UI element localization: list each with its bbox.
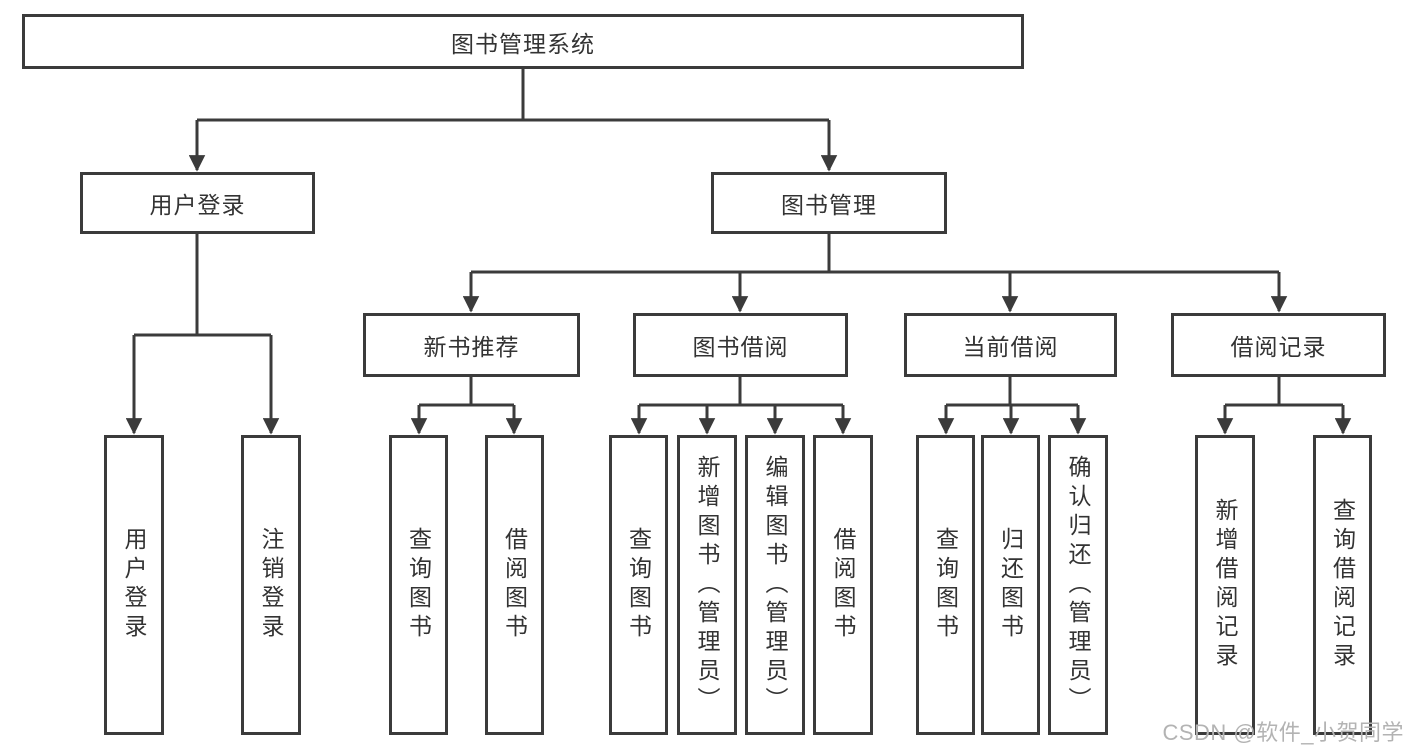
leaf-confirm-return-admin: 确认归还（管理员） [1048,435,1108,735]
node-label: 当前借阅 [962,334,1059,360]
leaf-borrow-books: 借阅图书 [813,435,873,735]
leaf-label: 借阅图书 [830,527,856,643]
leaf-label: 查询图书 [932,527,959,643]
csdn-watermark: CSDN @软件_小贺同学 [1162,720,1404,745]
leaf-label: 查询图书 [625,527,652,643]
node-library-system: 图书管理系统 [22,14,1024,69]
leaf-query-books: 查询图书 [916,435,975,735]
leaf-query-books: 查询图书 [389,435,448,735]
leaf-label: 查询图书 [405,527,432,643]
node-label: 图书管理系统 [451,30,595,57]
leaf-query-books: 查询图书 [609,435,668,735]
node-label: 用户登录 [149,192,246,218]
leaf-logout: 注销登录 [241,435,301,735]
leaf-label: 新增图书（管理员） [694,454,720,716]
leaf-label: 编辑图书（管理员） [762,454,788,716]
leaf-label: 查询借阅记录 [1329,498,1356,672]
node-label: 图书管理 [781,192,877,218]
node-user-login: 用户登录 [80,172,315,234]
leaf-label: 注销登录 [258,527,284,643]
node-book-borrowing: 图书借阅 [633,313,848,377]
node-new-book-recommend: 新书推荐 [363,313,580,377]
node-label: 借阅记录 [1230,334,1327,360]
node-label: 图书借阅 [692,334,789,360]
leaf-edit-book-admin: 编辑图书（管理员） [745,435,805,735]
leaf-label: 用户登录 [121,527,147,643]
leaf-label: 归还图书 [997,527,1024,643]
leaf-borrow-books: 借阅图书 [485,435,544,735]
leaf-add-borrow-record: 新增借阅记录 [1195,435,1255,735]
node-borrow-records: 借阅记录 [1171,313,1386,377]
leaf-label: 确认归还（管理员） [1065,454,1091,716]
leaf-label: 借阅图书 [501,527,528,643]
leaf-label: 新增借阅记录 [1212,498,1238,672]
leaf-return-books: 归还图书 [981,435,1040,735]
leaf-query-borrow-record: 查询借阅记录 [1313,435,1372,735]
node-book-management: 图书管理 [711,172,947,234]
leaf-user-login: 用户登录 [104,435,164,735]
leaf-add-book-admin: 新增图书（管理员） [677,435,737,735]
node-current-borrowing: 当前借阅 [904,313,1117,377]
node-label: 新书推荐 [423,334,520,360]
